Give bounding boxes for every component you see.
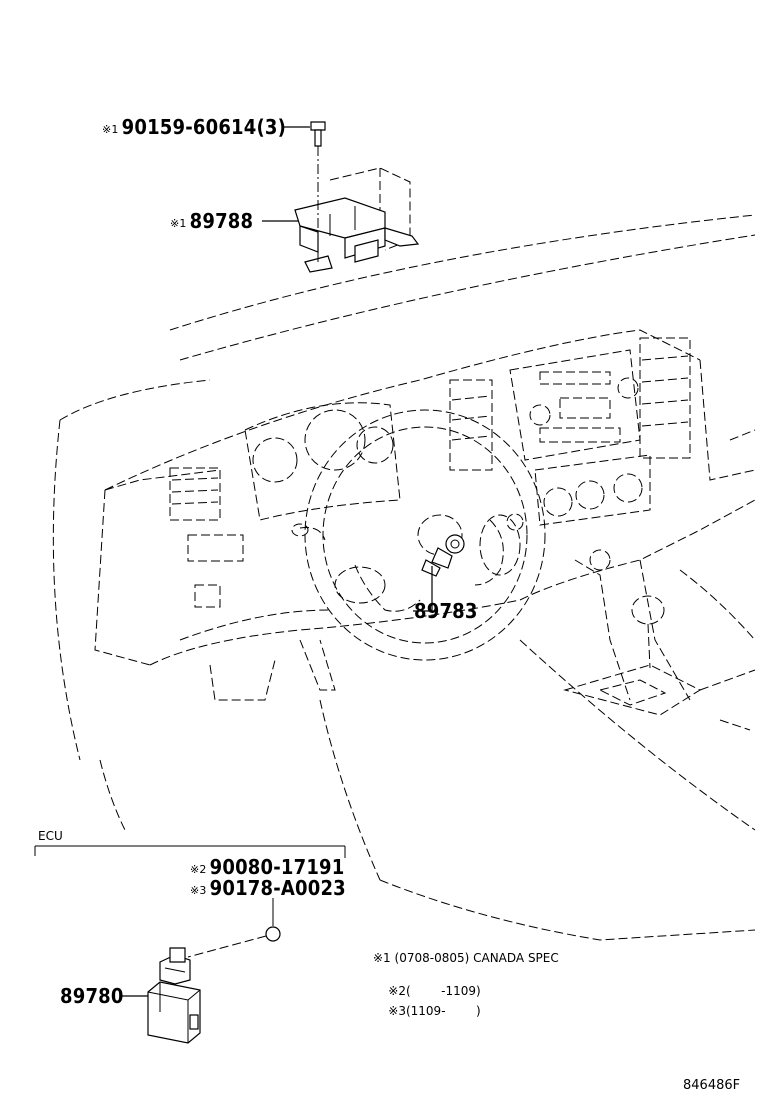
drawing-id: 846486F (683, 1078, 741, 1093)
note-3: ※3(1109- ) (373, 993, 481, 1029)
clip-b-label-text: 90178-A0023 (209, 876, 346, 900)
ecu-section-drawing (34, 845, 346, 1044)
bracket-89788-drawing (294, 167, 420, 273)
leader-lines (122, 126, 433, 997)
note-1: ※1 (0708-0805) CANADA SPEC (373, 952, 559, 964)
sensor-label[interactable]: 89783 (414, 601, 478, 621)
clip-b-label-mark: ※3 (190, 884, 207, 897)
note-2: ※2( -1109) (373, 973, 481, 1009)
ecu-section-title: ECU (38, 829, 63, 843)
bracket-label-mark: ※1 (170, 217, 187, 230)
sensor-89783-drawing (417, 514, 465, 577)
ecu-part-label-text: 89780 (60, 984, 124, 1008)
windshield-lines (52, 214, 756, 761)
bolt-drawing (310, 121, 326, 262)
ecu-part-label[interactable]: 89780 (60, 986, 124, 1006)
note-2-mark: ※2 (388, 984, 406, 998)
note-1-text: (0708-0805) CANADA SPEC (394, 951, 559, 965)
note-2-text: ( -1109) (405, 984, 481, 998)
bolt-label-text: 90159-60614(3) (121, 115, 287, 139)
clip-a-label-mark: ※2 (190, 863, 207, 876)
note-3-mark: ※3 (388, 1004, 406, 1018)
note-3-text: (1109- ) (405, 1004, 481, 1018)
sensor-label-text: 89783 (414, 599, 478, 623)
steering-wheel (291, 409, 611, 661)
note-1-mark: ※1 (373, 951, 391, 965)
dashboard-body (94, 329, 756, 941)
bracket-label-text: 89788 (189, 209, 254, 233)
bolt-label-mark: ※1 (102, 123, 119, 136)
clip-a-label-text: 90080-17191 (209, 855, 345, 879)
